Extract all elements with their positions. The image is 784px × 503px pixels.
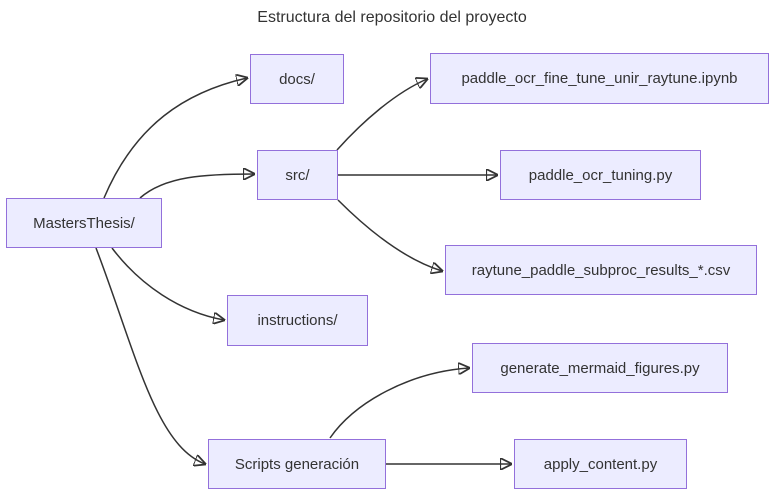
node-label: paddle_ocr_fine_tune_unir_raytune.ipynb [461, 70, 738, 87]
node-label: raytune_paddle_subproc_results_*.csv [471, 261, 731, 279]
edge-root-src [139, 174, 254, 199]
node-label: generate_mermaid_figures.py [500, 359, 700, 377]
node-label: apply_content.py [543, 455, 658, 473]
node-generate-mermaid-figures-py: generate_mermaid_figures.py [472, 343, 728, 393]
node-paddle-ocr-tuning-py: paddle_ocr_tuning.py [500, 150, 701, 200]
node-label: Scripts generación [234, 455, 360, 473]
node-label: MastersThesis/ [33, 214, 135, 232]
diagram-title: Estructura del repositorio del proyecto [257, 9, 527, 26]
edge-src-csv [337, 199, 442, 271]
edge-root-scripts [95, 247, 205, 464]
node-paddle-ocr-fine-tune-notebook: paddle_ocr_fine_tune_unir_raytune.ipynb [430, 53, 769, 104]
node-scripts-generacion: Scripts generación [208, 439, 386, 489]
edge-root-instructions [111, 247, 224, 320]
edge-root-docs [103, 78, 247, 199]
node-raytune-results-csv: raytune_paddle_subproc_results_*.csv [445, 245, 757, 295]
edge-src-ipynb [336, 79, 427, 151]
edge-scripts-generate [329, 368, 469, 439]
node-apply-content-py: apply_content.py [514, 439, 687, 489]
node-label: src/ [285, 166, 310, 184]
node-mastersthesis: MastersThesis/ [6, 198, 162, 248]
node-label: instructions/ [257, 312, 338, 329]
node-docs: docs/ [250, 54, 344, 104]
node-instructions: instructions/ [227, 295, 368, 346]
node-src: src/ [257, 150, 338, 200]
node-label: paddle_ocr_tuning.py [528, 166, 673, 184]
node-label: docs/ [279, 70, 315, 88]
